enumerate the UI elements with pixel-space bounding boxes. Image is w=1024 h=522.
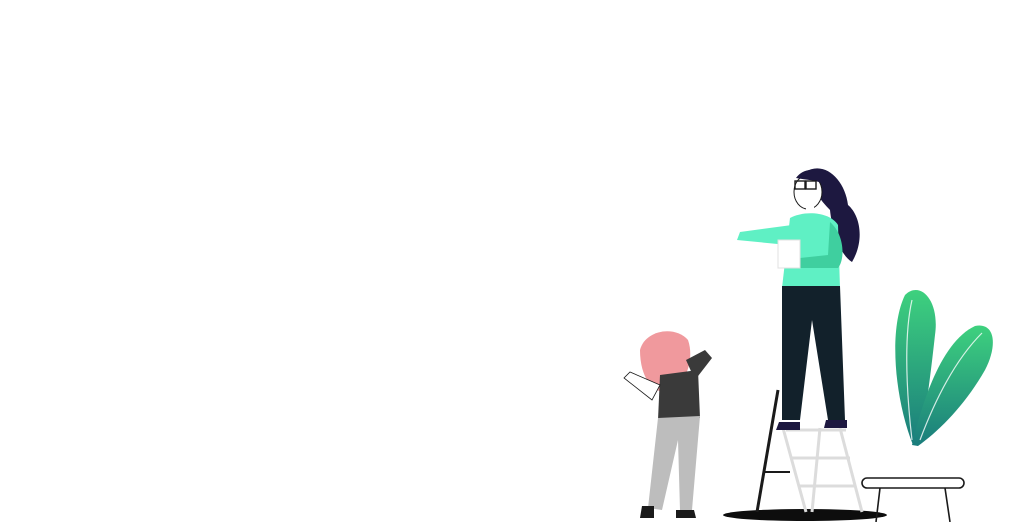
woman-on-ladder-figure (737, 168, 860, 430)
ladder-illustration (755, 389, 864, 513)
ground-shadow (723, 509, 887, 521)
girl-pointing-figure (623, 331, 712, 518)
plant-illustration (895, 289, 993, 446)
bench-illustration (861, 477, 965, 522)
